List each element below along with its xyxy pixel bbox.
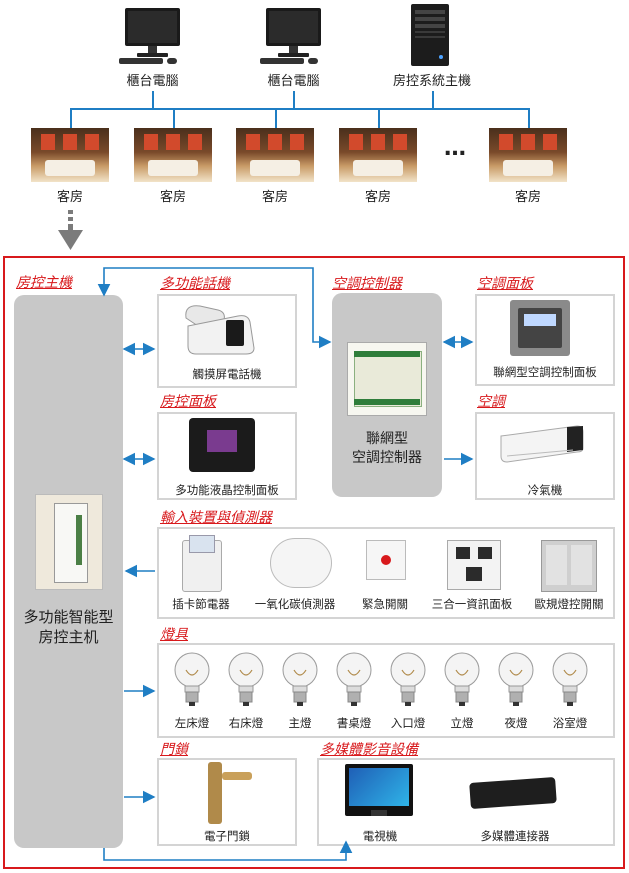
light-bulb-icon xyxy=(332,650,376,710)
front-desk-label-1: 櫃台電腦 xyxy=(126,74,179,89)
light-bulb-icon xyxy=(548,650,592,710)
server-tower-icon xyxy=(411,4,449,66)
room-label-4: 客房 xyxy=(364,190,391,205)
light-bulb-icon xyxy=(440,650,484,710)
lcd-panel-icon xyxy=(189,418,255,472)
room-photo-1 xyxy=(31,128,109,182)
drop-room1 xyxy=(70,108,72,128)
ac-label: 冷氣機 xyxy=(527,483,563,497)
light-label-2: 主燈 xyxy=(288,716,312,730)
drop-room2 xyxy=(173,108,175,128)
room-photo-2 xyxy=(134,128,212,182)
host-device-photo xyxy=(35,494,103,590)
desktop-computer-icon xyxy=(260,8,321,64)
light-label-7: 浴室燈 xyxy=(552,716,588,730)
drop-pc1 xyxy=(152,91,154,109)
ellipsis: … xyxy=(444,136,466,161)
drop-pc2 xyxy=(293,91,295,109)
inputs-title: 輸入裝置與偵測器 xyxy=(160,510,272,526)
ac-controller-title: 空調控制器 xyxy=(332,276,402,292)
light-label-1: 右床燈 xyxy=(228,716,264,730)
ac-title: 空調 xyxy=(477,394,505,410)
light-bulb-icon xyxy=(278,650,322,710)
drop-room3 xyxy=(275,108,277,128)
front-desk-computer-2 xyxy=(256,6,331,66)
light-label-0: 左床燈 xyxy=(174,716,210,730)
phone-label: 觸摸屏電話機 xyxy=(192,367,262,381)
air-conditioner-icon xyxy=(500,425,584,463)
input-label-0: 插卡節電器 xyxy=(172,597,230,611)
room-photo-4 xyxy=(339,128,417,182)
card-saver-icon xyxy=(182,535,222,592)
light-bulb-icon xyxy=(170,650,214,710)
light-bulb-icon xyxy=(386,650,430,710)
lock-label: 電子門鎖 xyxy=(204,829,250,843)
media-title: 多媒體影音設備 xyxy=(320,742,418,758)
ac-controller-label: 聯網型 空調控制器 xyxy=(352,431,422,466)
ac-panel-label: 聯網型空調控制面板 xyxy=(493,365,597,379)
light-label-5: 立燈 xyxy=(450,716,474,730)
desktop-computer-icon xyxy=(119,8,180,64)
room-label-3: 客房 xyxy=(261,190,288,205)
host-label: 多功能智能型 房控主机 xyxy=(23,608,114,646)
media-label-1: 多媒體連接器 xyxy=(480,829,550,843)
host-title: 房控主機 xyxy=(16,275,72,291)
room-label-5: 客房 xyxy=(514,190,541,205)
host-to-ac-controller-link xyxy=(97,267,332,349)
room-panel-label: 多功能液晶控制面板 xyxy=(175,483,279,497)
front-desk-label-2: 櫃台電腦 xyxy=(267,74,320,89)
light-label-3: 書桌燈 xyxy=(336,716,372,730)
room-system-frame xyxy=(3,256,625,869)
lock-title: 門鎖 xyxy=(160,742,188,758)
drop-server xyxy=(432,91,434,109)
host-media-link xyxy=(103,840,353,861)
drop-room4 xyxy=(378,108,380,128)
down-arrow-icon xyxy=(58,210,83,250)
input-label-4: 歐規燈控開關 xyxy=(534,597,604,611)
euro-switch-icon xyxy=(541,540,597,592)
emergency-switch-icon xyxy=(366,540,406,580)
light-label-6: 夜燈 xyxy=(504,716,528,730)
lights-panel xyxy=(157,643,615,738)
media-label-0: 電視機 xyxy=(362,829,398,843)
front-desk-computer-1 xyxy=(115,6,190,66)
tv-icon xyxy=(345,764,413,816)
door-lock-icon xyxy=(208,762,252,824)
input-label-3: 三合一資訊面板 xyxy=(431,597,513,611)
light-bulb-icon xyxy=(224,650,268,710)
room-photo-3 xyxy=(236,128,314,182)
network-bus-top xyxy=(70,108,530,110)
input-label-2: 緊急開關 xyxy=(362,597,408,611)
server-label: 房控系統主機 xyxy=(392,74,471,89)
lights-title: 燈具 xyxy=(160,627,188,643)
room-control-server xyxy=(405,2,455,68)
room-panel-title: 房控面板 xyxy=(160,394,216,410)
input-label-1: 一氧化碳偵測器 xyxy=(254,597,336,611)
room-label-1: 客房 xyxy=(56,190,83,205)
room-photo-5 xyxy=(489,128,567,182)
room-label-2: 客房 xyxy=(159,190,186,205)
light-bulb-icon xyxy=(494,650,538,710)
info-panel-icon xyxy=(447,540,501,590)
ac-controller-photo xyxy=(347,342,427,416)
thermostat-icon xyxy=(510,300,570,356)
co-detector-icon xyxy=(270,538,332,588)
ac-panel-title: 空調面板 xyxy=(477,276,533,292)
drop-room5 xyxy=(528,108,530,128)
light-label-4: 入口燈 xyxy=(390,716,426,730)
